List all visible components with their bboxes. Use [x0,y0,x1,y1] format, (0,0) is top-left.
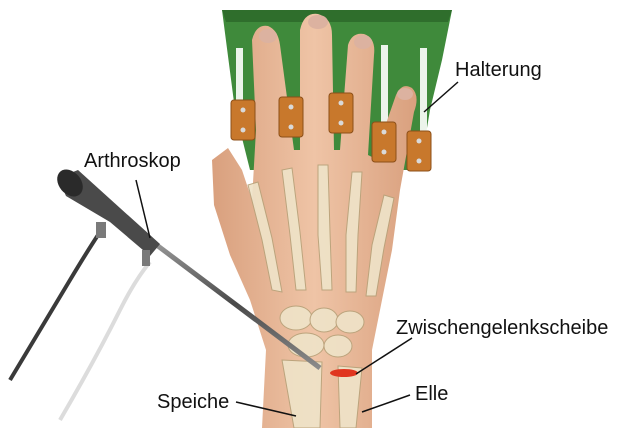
disc-highlight [330,369,358,377]
label-radius: Speiche [157,392,229,412]
label-holder: Halterung [455,60,542,80]
label-arthroscope: Arthroskop [84,151,181,171]
label-ulna: Elle [415,384,448,404]
label-disc: Zwischengelenkscheibe [396,318,608,338]
